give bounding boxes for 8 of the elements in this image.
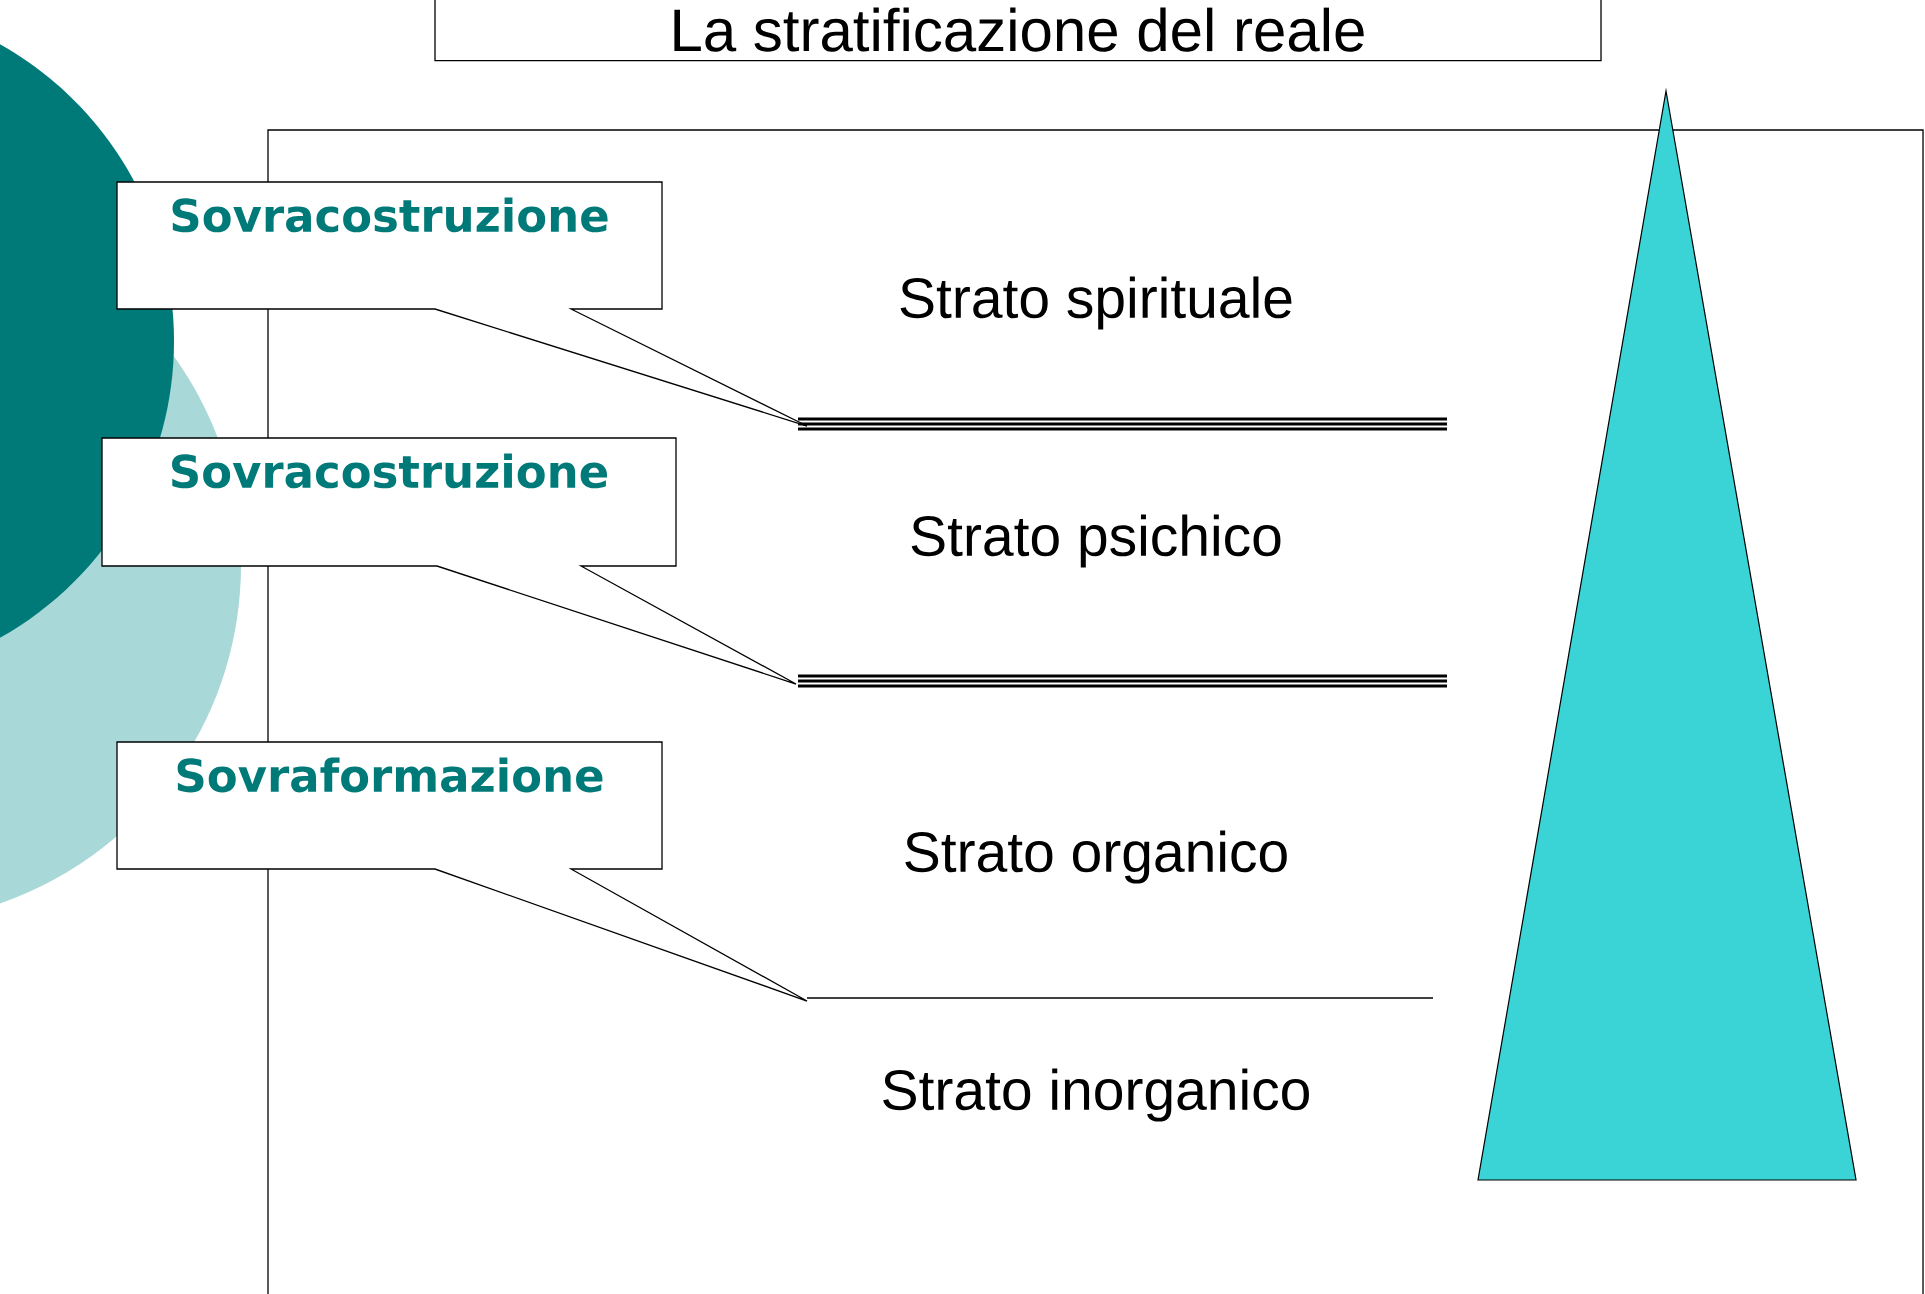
stratum-label: Strato inorganico (883, 1068, 1309, 1122)
stratum-label: Strato spirituale (900, 276, 1292, 330)
stratum-label: Strato organico (905, 830, 1287, 884)
callout: Sovracostruzione (101, 437, 797, 685)
title: La stratificazione del reale (434, 0, 1602, 62)
stratum-label: Strato psichico (911, 514, 1281, 568)
callout: Sovraformazione (116, 741, 808, 1002)
callout: Sovracostruzione (116, 181, 808, 427)
